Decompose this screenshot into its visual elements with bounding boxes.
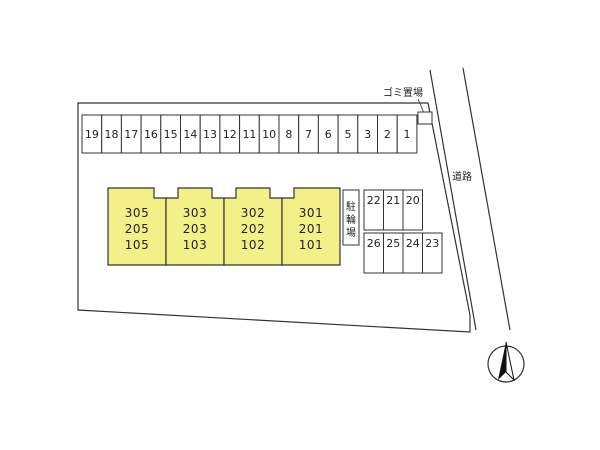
garbage-label: ゴミ置場	[383, 86, 423, 99]
garbage-leader-line	[417, 98, 425, 114]
bike-parking-label-3: 場	[346, 226, 356, 239]
parking-spot-number: 17	[124, 128, 138, 141]
apartment-unit	[165, 187, 225, 266]
right-lower-parking: 26 25 24 23	[363, 232, 443, 274]
unit-room-number: 101	[299, 238, 323, 252]
apartment-building: 305 205 105 303 203 103 302 202 102 301 201 101	[107, 187, 341, 266]
parking-spot-number: 26	[367, 237, 381, 250]
unit-room-number: 201	[299, 222, 323, 236]
bike-parking-label-1: 駐	[346, 200, 356, 213]
unit-room-number: 105	[125, 238, 149, 252]
parking-spot-number: 19	[85, 128, 99, 141]
right-upper-parking: 22 21 20	[363, 189, 423, 231]
parking-spot-number: 2	[384, 128, 391, 141]
unit-room-number: 103	[183, 238, 207, 252]
parking-spot-number: 21	[386, 194, 400, 207]
unit-room-number: 301	[299, 206, 323, 220]
road-label: 道路	[452, 170, 472, 183]
parking-spot-number: 24	[406, 237, 420, 250]
bike-parking	[342, 189, 360, 246]
unit-room-number: 203	[183, 222, 207, 236]
parking-spot	[422, 232, 443, 274]
parking-spot-number: 6	[325, 128, 332, 141]
parking-spot-number: 14	[183, 128, 197, 141]
road-edge-right	[462, 67, 511, 331]
parking-spot-number: 15	[164, 128, 178, 141]
parking-spot-number: 23	[425, 237, 439, 250]
parking-spot-number: 20	[406, 194, 420, 207]
parking-spot	[396, 114, 418, 154]
apartment-unit	[281, 187, 341, 266]
unit-room-number: 303	[183, 206, 207, 220]
bike-parking-label-2: 輪	[346, 213, 356, 226]
parking-spot-number: 18	[105, 128, 119, 141]
north-arrow-icon	[487, 341, 525, 383]
parking-spot-number: 10	[262, 128, 276, 141]
parking-spot-number: 12	[223, 128, 237, 141]
parking-spot-number: 5	[344, 128, 351, 141]
parking-spot-number: 8	[285, 128, 292, 141]
parking-spot-number: 25	[386, 237, 400, 250]
parking-spot-number: 7	[305, 128, 312, 141]
garbage-area	[417, 111, 433, 125]
unit-room-number: 205	[125, 222, 149, 236]
parking-spot-number: 13	[203, 128, 217, 141]
unit-room-number: 305	[125, 206, 149, 220]
parking-spot-number: 22	[367, 194, 381, 207]
unit-room-number: 202	[241, 222, 265, 236]
unit-room-number: 102	[241, 238, 265, 252]
unit-room-number: 302	[241, 206, 265, 220]
parking-spot-number: 11	[242, 128, 256, 141]
road-edge-left	[429, 69, 477, 331]
parking-spot-number: 3	[364, 128, 371, 141]
parking-spot	[402, 189, 423, 231]
parking-spot-number: 16	[144, 128, 158, 141]
apartment-unit	[223, 187, 283, 266]
parking-spot-number: 1	[404, 128, 411, 141]
